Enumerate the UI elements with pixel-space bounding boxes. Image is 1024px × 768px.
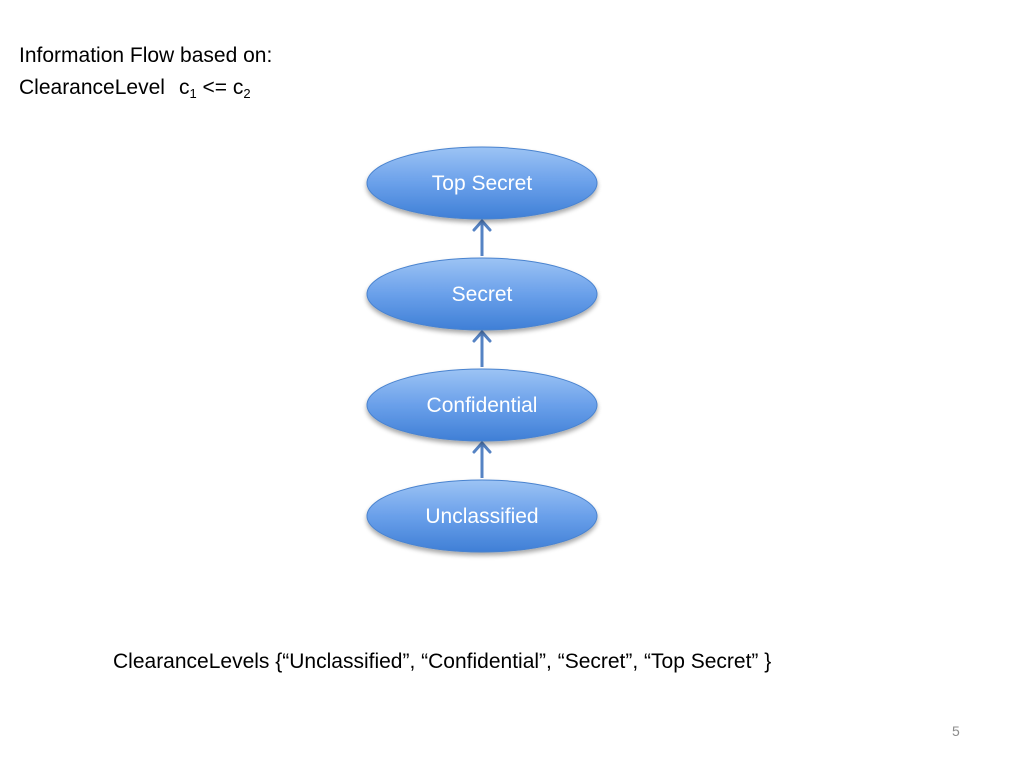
node-label: Unclassified bbox=[425, 505, 538, 528]
title-operator: <= bbox=[202, 76, 228, 99]
node-ellipse bbox=[366, 368, 598, 442]
title-sub-2: 2 bbox=[243, 86, 251, 101]
title-line-1: Information Flow based on: bbox=[19, 44, 273, 67]
edge-arrow-secret-to-top-secret bbox=[472, 219, 492, 256]
title-block: Information Flow based on: ClearanceLeve… bbox=[19, 40, 272, 104]
edge-arrow-unclassified-to-confidential bbox=[472, 441, 492, 478]
node-confidential: Confidential bbox=[366, 368, 598, 442]
node-ellipse bbox=[366, 146, 598, 220]
node-secret: Secret bbox=[366, 257, 598, 331]
edges-layer bbox=[472, 219, 492, 478]
node-label: Top Secret bbox=[432, 172, 533, 195]
edge-arrow-confidential-to-secret bbox=[472, 330, 492, 367]
clearance-levels-caption: ClearanceLevels {“Unclassified”, “Confid… bbox=[113, 650, 772, 673]
edge-arrowhead bbox=[472, 330, 492, 343]
title-var-2: c bbox=[232, 76, 244, 99]
node-label: Secret bbox=[452, 283, 513, 306]
node-top-secret: Top Secret bbox=[366, 146, 598, 220]
edge-arrowhead bbox=[472, 441, 492, 454]
node-unclassified: Unclassified bbox=[366, 479, 598, 553]
title-clearance-level: ClearanceLevel bbox=[19, 76, 165, 99]
title-var-1: c bbox=[178, 76, 190, 99]
title-sub-1: 1 bbox=[189, 86, 197, 101]
node-label: Confidential bbox=[427, 394, 538, 417]
edge-arrowhead bbox=[472, 219, 492, 232]
node-ellipse bbox=[366, 257, 598, 331]
node-ellipse bbox=[366, 479, 598, 553]
page-number: 5 bbox=[952, 723, 960, 739]
